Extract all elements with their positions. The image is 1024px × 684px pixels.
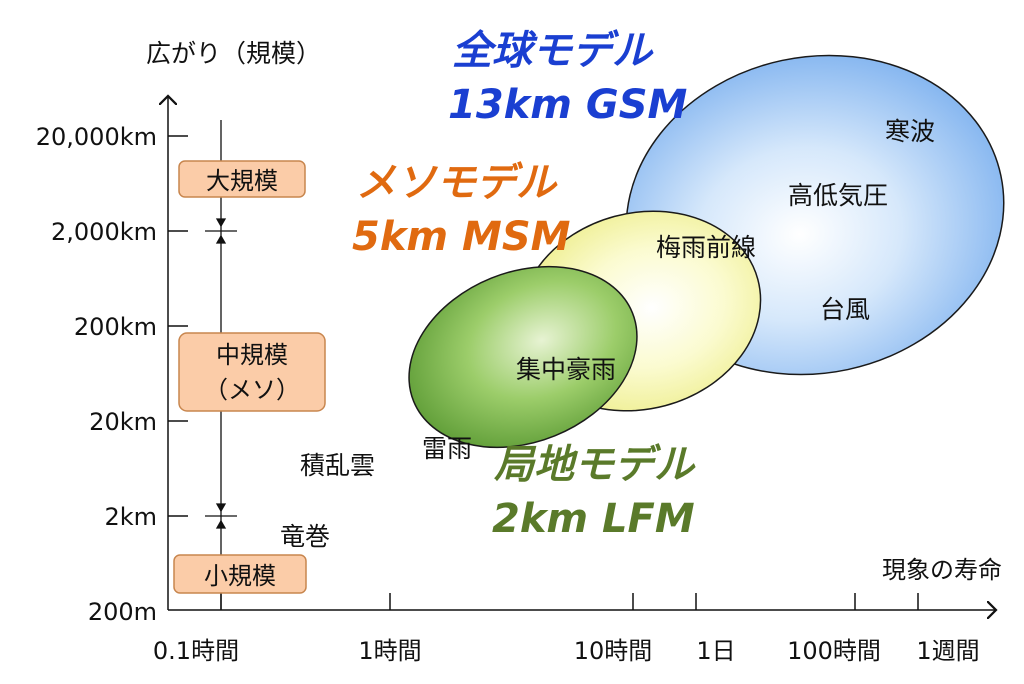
gsm-model-spec: 13km GSM xyxy=(448,82,687,128)
x-tick-label: 1時間 xyxy=(358,637,421,665)
lfm-model-spec: 2km LFM xyxy=(492,496,695,542)
x-tick-label: 1日 xyxy=(696,637,735,665)
x-ticks xyxy=(220,593,919,610)
phenomenon-anticyclone: 高低気圧 xyxy=(788,181,888,210)
meso-scale-box xyxy=(178,332,326,412)
x-tick-label: 1週間 xyxy=(916,637,979,665)
msm-model-name: メソモデル xyxy=(356,160,558,206)
phenomenon-heavy-rain: 集中豪雨 xyxy=(516,355,616,384)
large-scale-box xyxy=(178,160,306,198)
x-tick-label: 0.1時間 xyxy=(153,637,239,665)
y-tick-label: 2km xyxy=(104,503,157,531)
y-tick-label: 200m xyxy=(88,598,157,626)
meso-scale-label-line1: 中規模 xyxy=(216,341,288,369)
lfm-model-name: 局地モデル xyxy=(494,442,696,488)
gsm-model-name: 全球モデル xyxy=(452,28,654,74)
y-ticks xyxy=(168,135,188,517)
small-scale-box xyxy=(173,554,307,594)
y-tick-label: 20,000km xyxy=(36,123,157,151)
y-axis-title: 広がり（規模） xyxy=(146,39,321,68)
x-axis-title: 現象の寿命 xyxy=(882,556,1002,584)
small-scale-label: 小規模 xyxy=(204,562,276,590)
y-tick-label: 200km xyxy=(74,313,157,341)
meso-scale-label-line2: （メソ） xyxy=(204,376,300,404)
phenomenon-thunderstorm: 雷雨 xyxy=(422,434,472,463)
phenomenon-typhoon: 台風 xyxy=(820,295,870,324)
phenomenon-cold-wave: 寒波 xyxy=(885,117,935,146)
msm-model-spec: 5km MSM xyxy=(352,214,570,260)
x-tick-label: 100時間 xyxy=(787,637,881,665)
y-tick-label: 20km xyxy=(89,408,157,436)
x-tick-label: 10時間 xyxy=(574,637,653,665)
phenomenon-tornado: 竜巻 xyxy=(280,522,330,551)
phenomenon-baiu-front: 梅雨前線 xyxy=(656,233,756,262)
y-tick-label: 2,000km xyxy=(51,218,157,246)
lfm-range-ellipse xyxy=(408,265,638,449)
large-scale-label: 大規模 xyxy=(206,167,278,195)
phenomenon-cumulonimbus: 積乱雲 xyxy=(300,451,375,480)
